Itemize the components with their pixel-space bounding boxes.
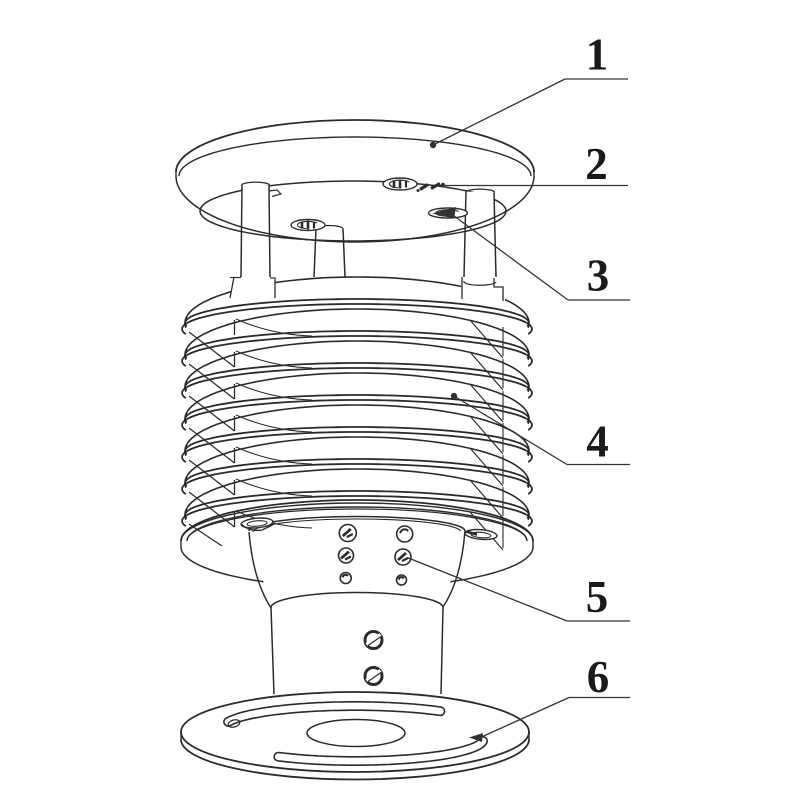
svg-text:4: 4: [586, 417, 609, 467]
svg-text:1: 1: [586, 30, 609, 80]
svg-text:6: 6: [587, 652, 610, 702]
svg-text:5: 5: [586, 572, 609, 622]
svg-text:2: 2: [585, 139, 608, 189]
svg-text:3: 3: [587, 251, 610, 301]
